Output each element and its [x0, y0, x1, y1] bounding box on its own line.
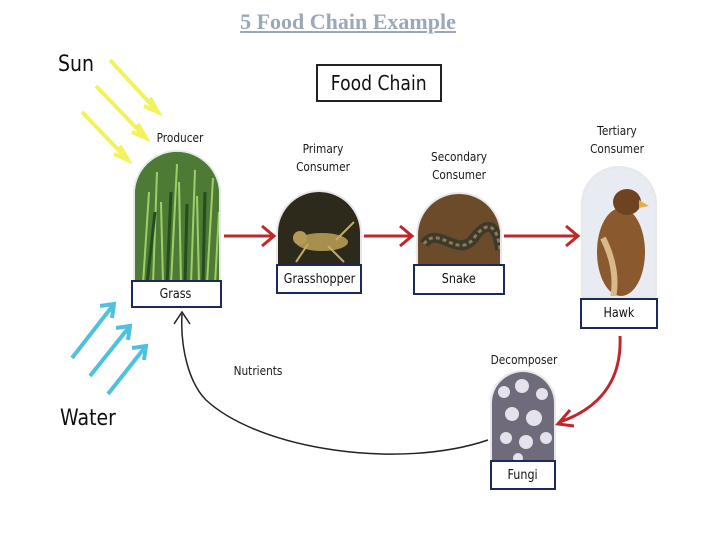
arrow-snake-to-hawk — [504, 224, 581, 248]
grasshopper-image — [276, 190, 362, 266]
food-chain-title: Food Chain — [316, 64, 442, 102]
water-arrows — [70, 301, 149, 396]
water-arrow — [88, 323, 133, 378]
producer-role-label: Producer — [156, 131, 204, 145]
water-label: Water — [60, 406, 116, 431]
chain-arrows — [224, 224, 622, 428]
hawk-image — [581, 166, 657, 298]
arrow-grass-to-grasshopper — [224, 224, 277, 248]
arrow-grasshopper-to-snake — [364, 224, 415, 248]
sun-ray-arrow — [94, 84, 151, 143]
sun-rays — [80, 58, 163, 165]
hawk-name-box: Hawk — [580, 298, 658, 329]
page-title[interactable]: 5 Food Chain Example — [240, 9, 456, 34]
decomposer-role-label: Decomposer — [490, 353, 558, 367]
sun-ray-arrow — [80, 110, 133, 165]
fungi-image — [490, 370, 556, 462]
snake-name-box: Snake — [413, 264, 505, 295]
sun-label: Sun — [58, 52, 94, 77]
water-arrow — [70, 301, 117, 360]
secondary-consumer-role-label: Secondary Consumer — [431, 150, 487, 182]
tertiary-consumer-role-label: Tertiary Consumer — [590, 124, 644, 156]
primary-consumer-role-label: Primary Consumer — [296, 142, 350, 174]
sun-ray-arrow — [108, 58, 163, 117]
grass-image — [133, 150, 221, 282]
grass-name-box: Grass — [131, 280, 222, 308]
fungi-name-box: Fungi — [490, 460, 556, 490]
arrow-hawk-to-fungi — [555, 335, 622, 428]
nutrients-label: Nutrients — [233, 364, 283, 378]
water-arrow — [106, 343, 149, 396]
nutrients-arrow — [173, 310, 489, 455]
grasshopper-name-box: Grasshopper — [276, 264, 362, 294]
